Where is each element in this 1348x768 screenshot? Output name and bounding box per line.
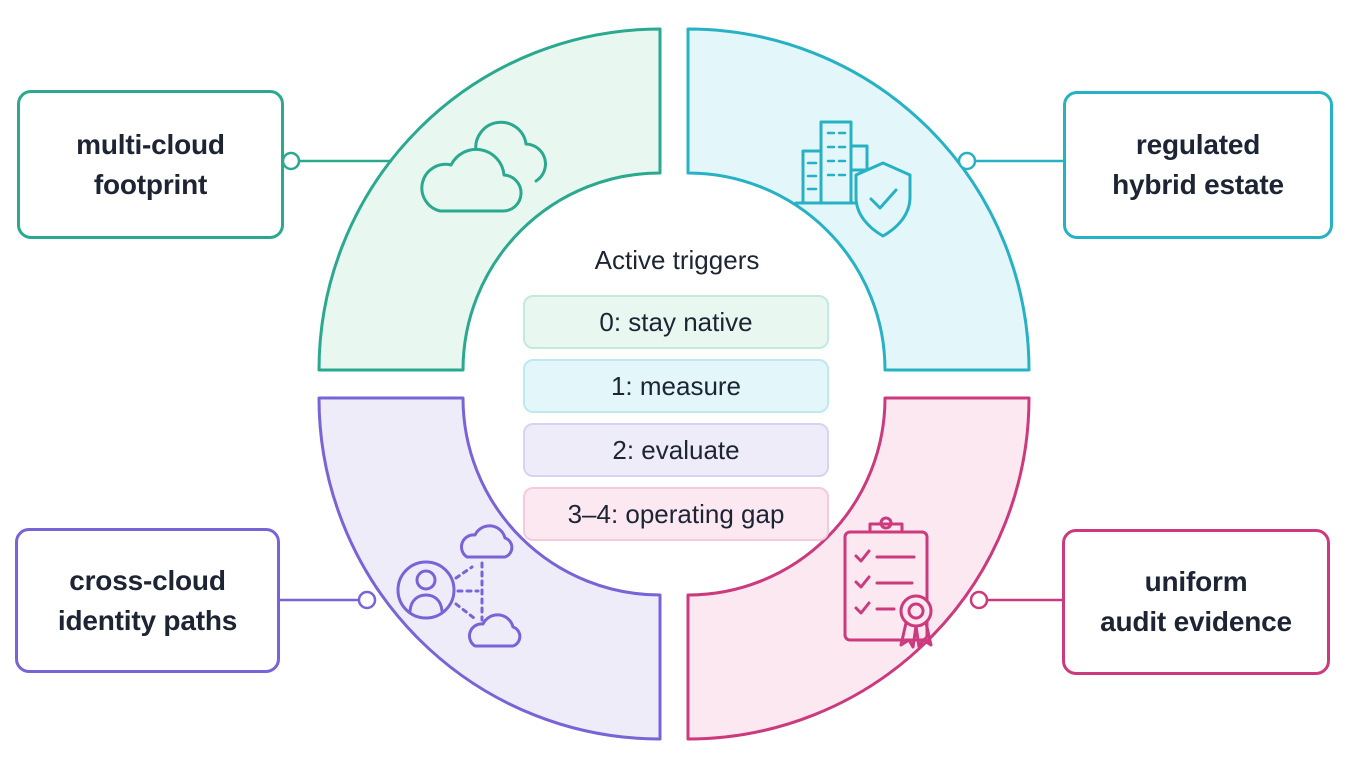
quadrant-segment-bottom-right: [686, 396, 1031, 741]
trigger-level-0: 0: stay native: [523, 295, 829, 349]
connector-top-left: [281, 151, 392, 171]
connector-bottom-left: [280, 590, 377, 610]
connector-bottom-right: [969, 590, 1062, 610]
trigger-level-1: 1: measure: [523, 359, 829, 413]
label-line: uniform: [1144, 566, 1248, 597]
center-title: Active triggers: [594, 245, 760, 275]
label-line: multi-cloud: [76, 128, 225, 160]
building-shield-icon: [794, 120, 912, 238]
label-line: identity paths: [57, 604, 238, 636]
audit-checklist-icon: [843, 516, 933, 649]
label-line: hybrid estate: [1112, 169, 1284, 200]
cloud-icon: [420, 120, 547, 213]
label-line: audit evidence: [1100, 606, 1292, 637]
identity-clouds-icon: [396, 524, 522, 648]
trigger-level-3-4: 3–4: operating gap: [523, 487, 829, 541]
label-box-top-left: multi-cloud footprint: [17, 90, 284, 239]
label-box-bottom-right: uniform audit evidence: [1062, 529, 1330, 675]
label-line: footprint: [93, 168, 208, 200]
label-line: cross-cloud: [69, 564, 226, 596]
quadrant-segment-bottom-left: [317, 396, 662, 741]
label-box-bottom-left: cross-cloud identity paths: [15, 528, 280, 673]
label-line: regulated: [1135, 129, 1261, 160]
label-box-top-right: regulated hybrid estate: [1063, 91, 1333, 239]
connector-top-right: [957, 151, 1063, 171]
trigger-level-2: 2: evaluate: [523, 423, 829, 477]
